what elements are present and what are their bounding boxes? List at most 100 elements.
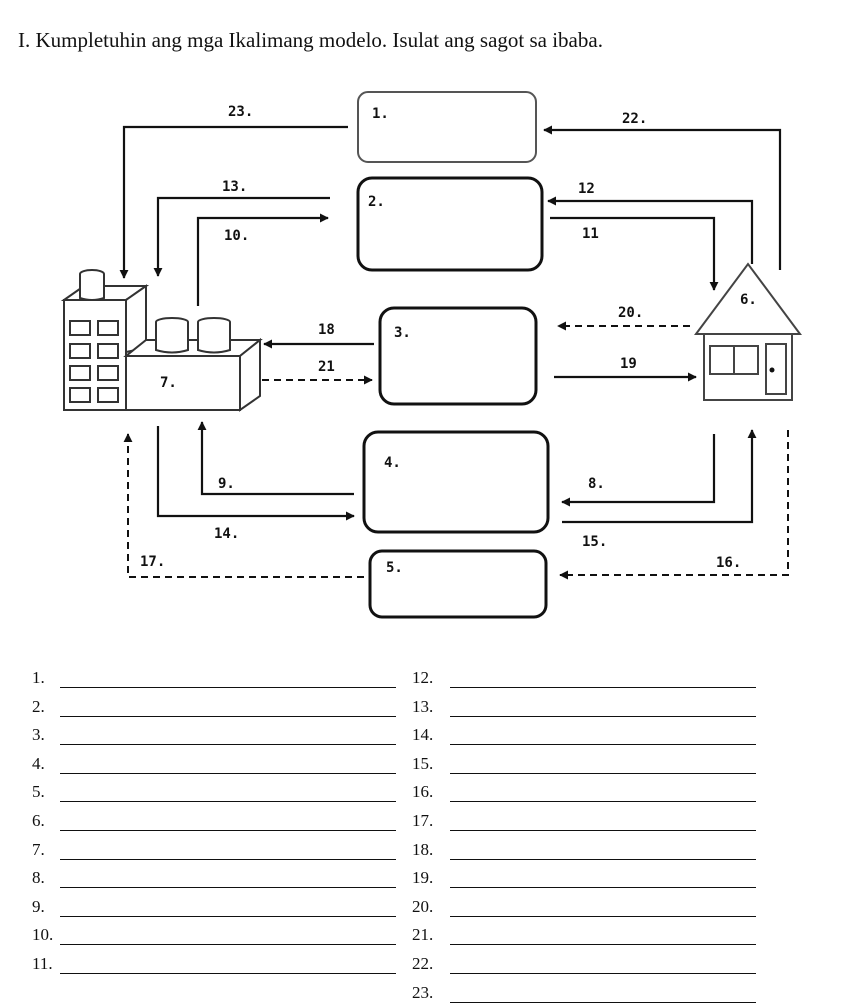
- answer-item-right-12: 23.: [412, 979, 772, 1007]
- arrow-9: [197, 421, 354, 496]
- answer-item-left-8: 8.: [32, 864, 396, 892]
- label-18: 18: [318, 322, 335, 338]
- answer-item-left-4: 4.: [32, 750, 396, 778]
- answer-number: 6.: [32, 811, 45, 830]
- box-2: 2.: [356, 176, 544, 272]
- arrow-8: [561, 434, 716, 507]
- answer-number: 5.: [32, 782, 45, 802]
- house-icon: [694, 262, 802, 401]
- answer-number: 13.: [412, 696, 434, 716]
- answer-number: 14.: [412, 725, 434, 745]
- answer-blank-line[interactable]: [450, 687, 756, 688]
- label-20: 20.: [618, 305, 643, 321]
- answer-blank-line[interactable]: [450, 830, 756, 831]
- answer-number: 10.: [32, 925, 54, 945]
- label-8: 8.: [588, 476, 605, 492]
- arrow-11: [550, 216, 719, 291]
- answer-blank-line[interactable]: [450, 744, 756, 746]
- answer-item-right-3: 14.: [412, 721, 772, 749]
- answer-blank-line[interactable]: [60, 772, 396, 774]
- answer-number: 4.: [32, 753, 45, 773]
- answer-blank-line[interactable]: [60, 887, 396, 889]
- answer-item-left-11: 11.: [32, 950, 396, 978]
- answer-blank-line[interactable]: [60, 858, 396, 860]
- answer-item-left-10: 10.: [32, 921, 396, 949]
- answer-item-right-1: 12.: [412, 664, 772, 692]
- answer-blank-line[interactable]: [60, 687, 396, 688]
- answer-blank-line[interactable]: [60, 744, 396, 746]
- answer-blank-line[interactable]: [450, 858, 756, 860]
- label-17: 17.: [140, 554, 165, 570]
- label-12: 12: [578, 181, 595, 197]
- answer-number: 2.: [32, 696, 45, 716]
- label-9: 9.: [218, 476, 235, 492]
- answer-blank-line[interactable]: [450, 887, 756, 889]
- label-19: 19: [620, 356, 637, 372]
- answer-blank-line[interactable]: [60, 944, 396, 946]
- arrow-22: [543, 125, 782, 270]
- box-5: 5.: [368, 549, 548, 619]
- svg-text:5.: 5.: [386, 560, 403, 576]
- answer-item-right-5: 16.: [412, 778, 772, 806]
- svg-text:1.: 1.: [372, 106, 389, 122]
- arrow-10: [196, 213, 329, 306]
- answer-blank-line[interactable]: [60, 973, 396, 974]
- label-16: 16.: [716, 555, 741, 571]
- label-10: 10.: [224, 228, 249, 244]
- answer-item-right-7: 18.: [412, 836, 772, 864]
- arrow-17: [123, 433, 364, 578]
- answer-number: 23.: [412, 982, 434, 1002]
- answer-item-left-6: 6.: [32, 807, 396, 835]
- answer-number: 21.: [412, 925, 434, 945]
- answer-number: 16.: [412, 782, 434, 802]
- answer-number: 15.: [412, 753, 434, 773]
- answer-item-right-11: 22.: [412, 950, 772, 978]
- answer-number: 1.: [32, 668, 45, 687]
- answer-number: 9.: [32, 896, 45, 916]
- answer-number: 17.: [412, 811, 434, 830]
- answer-item-right-9: 20.: [412, 893, 772, 921]
- answer-item-right-2: 13.: [412, 693, 772, 721]
- svg-text:2.: 2.: [368, 194, 385, 210]
- answer-item-right-6: 17.: [412, 807, 772, 835]
- answer-number: 3.: [32, 725, 45, 745]
- arrow-13: [153, 196, 330, 277]
- answer-blank-line[interactable]: [60, 715, 396, 717]
- answer-item-left-1: 1.: [32, 664, 396, 692]
- house-label: 6.: [740, 292, 757, 308]
- label-13: 13.: [222, 179, 247, 195]
- answer-number: 18.: [412, 839, 434, 859]
- answer-blank-line[interactable]: [450, 915, 756, 917]
- answer-item-right-8: 19.: [412, 864, 772, 892]
- answer-blank-line[interactable]: [60, 915, 396, 917]
- answer-blank-line[interactable]: [450, 801, 756, 803]
- label-22: 22.: [622, 111, 647, 127]
- answer-blank-line[interactable]: [450, 772, 756, 774]
- factory-icon: [60, 269, 263, 412]
- answer-blank-line[interactable]: [450, 715, 756, 717]
- label-11: 11: [582, 226, 599, 242]
- answer-item-right-10: 21.: [412, 921, 772, 949]
- answer-blank-line[interactable]: [450, 944, 756, 946]
- answer-number: 12.: [412, 668, 434, 687]
- answer-number: 11.: [32, 954, 53, 973]
- arrow-16: [559, 430, 789, 580]
- answer-blank-line[interactable]: [60, 830, 396, 831]
- answer-blank-line[interactable]: [450, 1001, 756, 1003]
- arrow-23: [119, 125, 348, 279]
- svg-text:4.: 4.: [384, 455, 401, 471]
- box-4: 4.: [362, 430, 550, 534]
- answer-number: 22.: [412, 954, 434, 973]
- answer-number: 19.: [412, 868, 434, 888]
- arrow-12: [547, 196, 754, 264]
- worksheet-title: I. Kumpletuhin ang mga Ikalimang modelo.…: [18, 28, 603, 52]
- box-3: 3.: [378, 306, 538, 406]
- answer-blank-line[interactable]: [450, 973, 756, 974]
- answer-item-left-7: 7.: [32, 836, 396, 864]
- label-23: 23.: [228, 104, 253, 120]
- answer-blank-line[interactable]: [60, 801, 396, 803]
- answer-number: 8.: [32, 868, 45, 888]
- svg-text:3.: 3.: [394, 325, 411, 341]
- house-door-knob: [769, 367, 775, 373]
- label-21: 21: [318, 359, 335, 375]
